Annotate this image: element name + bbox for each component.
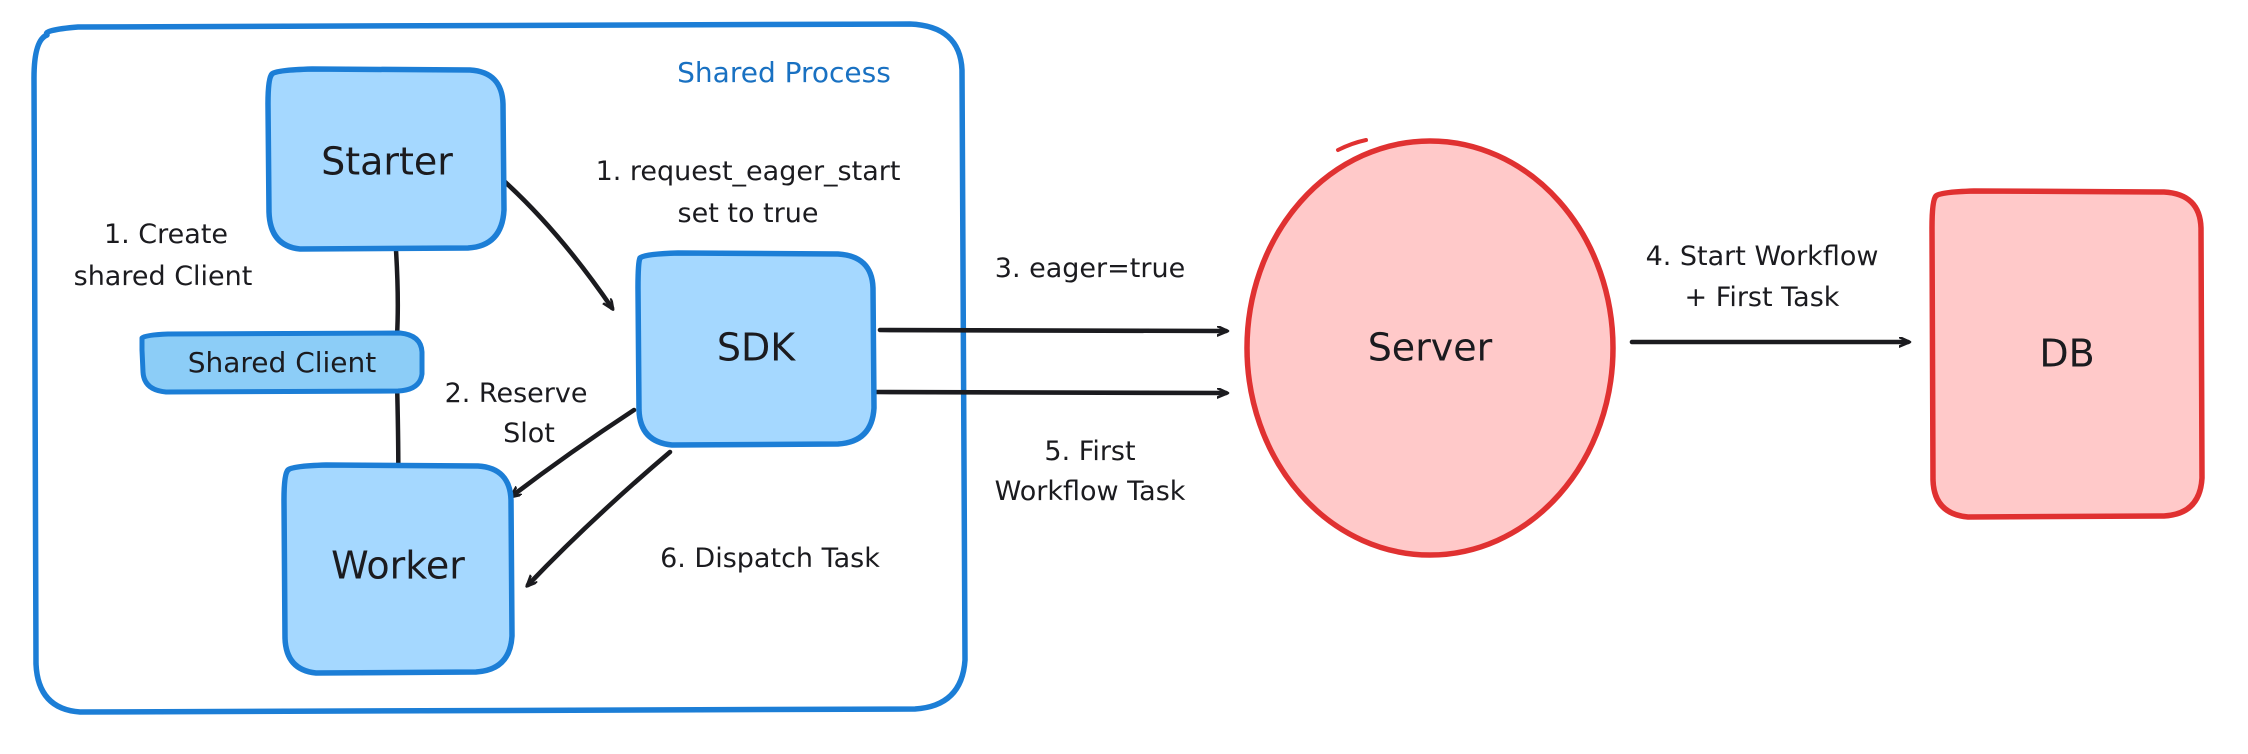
node-server-label: Server (1368, 326, 1493, 370)
node-worker[interactable]: Worker (281, 462, 515, 676)
node-starter-label: Starter (321, 140, 453, 184)
edge-create-shared-client-label-line1: 1. Create (104, 219, 228, 250)
node-worker-label: Worker (331, 544, 465, 588)
node-sdk[interactable]: SDK (635, 250, 877, 448)
node-shared-client[interactable]: Shared Client (139, 330, 425, 395)
edge-request-eager-start-line (501, 178, 612, 308)
node-shared-client-shape (139, 330, 425, 395)
edge-first-workflow-task-line (873, 392, 1226, 393)
edge-request-eager-start-label-line2: set to true (678, 198, 819, 229)
edge-first-workflow-task-label-line2: Workflow Task (995, 476, 1186, 507)
edge-create-shared-client-line-top (393, 247, 401, 339)
node-server[interactable]: Server (1244, 138, 1616, 558)
edge-dispatch-task: 6. Dispatch Task (528, 449, 880, 585)
edge-create-shared-client: 1. Create shared Client (74, 219, 401, 513)
node-worker-shape (281, 462, 515, 676)
edge-reserve-slot: 2. Reserve Slot (445, 378, 637, 496)
edge-reserve-slot-line (512, 407, 637, 496)
node-server-sketch-overstroke (1336, 138, 1368, 152)
edge-first-workflow-task-label-line1: 5. First (1044, 436, 1135, 467)
edge-start-workflow: 4. Start Workflow + First Task (1629, 241, 1908, 342)
node-sdk-label: SDK (717, 326, 796, 370)
edge-eager-true: 3. eager=true (877, 253, 1226, 331)
node-sdk-shape (635, 250, 877, 448)
edge-request-eager-start: 1. request_eager_start set to true (501, 156, 901, 308)
edge-reserve-slot-label-line1: 2. Reserve (445, 378, 588, 409)
edge-reserve-slot-label-line2: Slot (503, 418, 555, 449)
edge-start-workflow-label-line1: 4. Start Workflow (1646, 241, 1879, 272)
shared-process-title: Shared Process (677, 56, 891, 89)
node-server-shape (1244, 138, 1616, 558)
edge-create-shared-client-label-line2: shared Client (74, 261, 253, 292)
edge-dispatch-task-label-line1: 6. Dispatch Task (660, 543, 880, 574)
edge-start-workflow-label-line2: + First Task (1685, 282, 1840, 313)
node-db-shape (1929, 188, 2205, 520)
node-starter-shape (265, 66, 507, 252)
edge-first-workflow-task: 5. First Workflow Task (873, 392, 1226, 507)
node-shared-client-label: Shared Client (188, 346, 377, 379)
edge-eager-true-label-line1: 3. eager=true (995, 253, 1185, 284)
node-db[interactable]: DB (1929, 188, 2205, 520)
node-starter[interactable]: Starter (265, 66, 507, 252)
node-db-label: DB (2039, 332, 2094, 376)
edge-dispatch-task-line (528, 449, 673, 585)
edge-eager-true-line (877, 330, 1226, 331)
edge-request-eager-start-label-line1: 1. request_eager_start (596, 156, 901, 187)
